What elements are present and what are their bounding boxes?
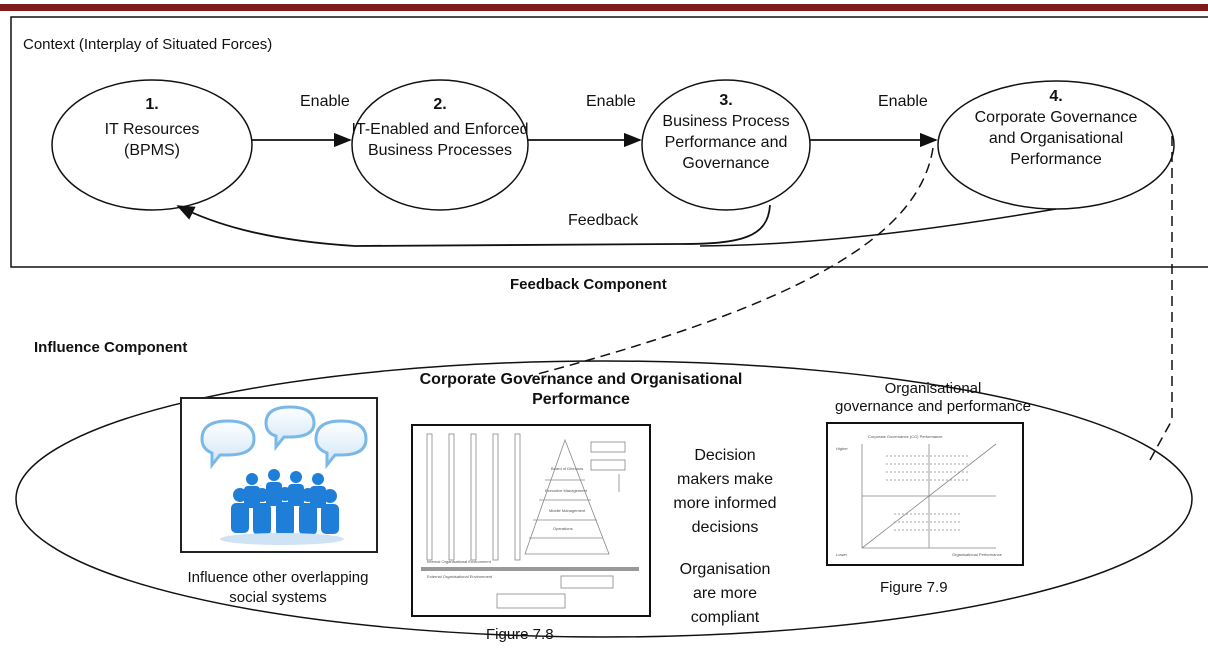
node-4: 4. Corporate Governance and Organisation…: [948, 86, 1164, 170]
fig78-internal-env: Internal Organisational Environment: [427, 559, 491, 564]
dashed-connector-right: [1149, 136, 1173, 461]
top-bar: [0, 4, 1208, 11]
node-2: 2. IT-Enabled and Enforced Business Proc…: [348, 94, 532, 161]
context-title: Context (Interplay of Situated Forces): [23, 36, 273, 53]
node-1-ellipse: [51, 79, 253, 211]
figure-7-9-caption: Figure 7.9: [880, 579, 948, 596]
node-4-line-2: and Organisational: [988, 130, 1124, 147]
figure-7-9-drawing: [861, 443, 997, 549]
context-box: [10, 16, 1208, 268]
decision-text: Decision makers make more informed decis…: [660, 444, 790, 540]
node-4-line-3: Performance: [1010, 151, 1102, 168]
enable-label-1: Enable: [300, 93, 350, 110]
compliance-line-3: compliant: [690, 609, 760, 626]
social-caption-line-1: Influence other overlapping: [187, 569, 369, 586]
figure-7-8-caption: Figure 7.8: [486, 626, 554, 643]
node-3: 3. Business Process Performance and Gove…: [646, 90, 806, 174]
social-caption: Influence other overlapping social syste…: [172, 568, 384, 608]
fig79-high-label: Higher: [836, 446, 848, 451]
fig78-external-env: External Organisational Environment: [427, 574, 493, 579]
feedback-curve-from-4: [699, 208, 1057, 247]
node-3-line-3: Governance: [682, 155, 770, 172]
influence-heading-line-1: Corporate Governance and Organisational: [419, 371, 743, 388]
compliance-line-2: are more: [692, 585, 758, 602]
fig79-title-line-1: Organisational: [884, 380, 982, 397]
fig79-title-line-2: governance and performance: [835, 398, 1031, 415]
node-3-line-2: Performance and: [664, 134, 788, 151]
node-3-ellipse: [641, 79, 811, 211]
fig79-axis-y: Corporate Governance (CG) Performance: [868, 434, 943, 439]
fig78-level-2: Executive Management: [545, 488, 587, 493]
decision-line-4: decisions: [691, 519, 759, 536]
feedback-label: Feedback: [568, 212, 639, 229]
enable-label-3: Enable: [878, 93, 928, 110]
feedback-curve-from-3: [176, 204, 771, 247]
compliance-text: Organisation are more compliant: [660, 558, 790, 630]
decision-line-3: more informed: [673, 495, 777, 512]
node-1-number: 1.: [145, 96, 159, 113]
node-2-ellipse: [351, 79, 529, 211]
node-1-line-2: (BPMS): [124, 142, 180, 159]
compliance-line-1: Organisation: [679, 561, 771, 578]
influence-component-title: Influence Component: [34, 339, 188, 356]
decision-line-2: makers make: [676, 471, 774, 488]
dashed-connector-left: [529, 147, 934, 377]
influence-heading: Corporate Governance and Organisational …: [376, 370, 786, 410]
node-2-line-1: IT-Enabled and Enforced: [351, 121, 529, 138]
influence-heading-line-2: Performance: [532, 391, 630, 408]
node-1-line-1: IT Resources: [104, 121, 200, 138]
figure-7-9-thumbnail: Corporate Governance (CG) Performance Or…: [826, 422, 1024, 566]
fig78-level-4: Operations: [553, 526, 573, 531]
fig78-level-1: Board of Directors: [551, 466, 584, 471]
node-1: 1. IT Resources (BPMS): [72, 94, 232, 161]
decision-line-1: Decision: [694, 447, 756, 464]
node-2-number: 2.: [433, 96, 447, 113]
social-systems-picture: [180, 397, 378, 553]
social-caption-line-2: social systems: [229, 589, 327, 606]
node-3-line-1: Business Process: [662, 113, 790, 130]
node-3-number: 3.: [719, 92, 733, 109]
node-2-line-2: Business Processes: [367, 142, 513, 159]
node-4-line-1: Corporate Governance: [974, 109, 1138, 126]
node-4-number: 4.: [1049, 88, 1063, 105]
feedback-component-label: Feedback Component: [510, 276, 667, 293]
fig78-level-3: Middle Management: [549, 508, 586, 513]
fig79-low-label: Lower: [836, 552, 847, 557]
people-crowd-icon: [200, 405, 368, 545]
enable-label-2: Enable: [586, 93, 636, 110]
figure-7-9-title: Organisational governance and performanc…: [818, 380, 1048, 416]
fig79-axis-x: Organisational Performance: [952, 552, 1002, 557]
figure-7-8-drawing: [421, 433, 639, 609]
figure-7-8-thumbnail: Internal Organisational Environment Exte…: [411, 424, 651, 617]
influence-ellipse: [15, 360, 1193, 638]
